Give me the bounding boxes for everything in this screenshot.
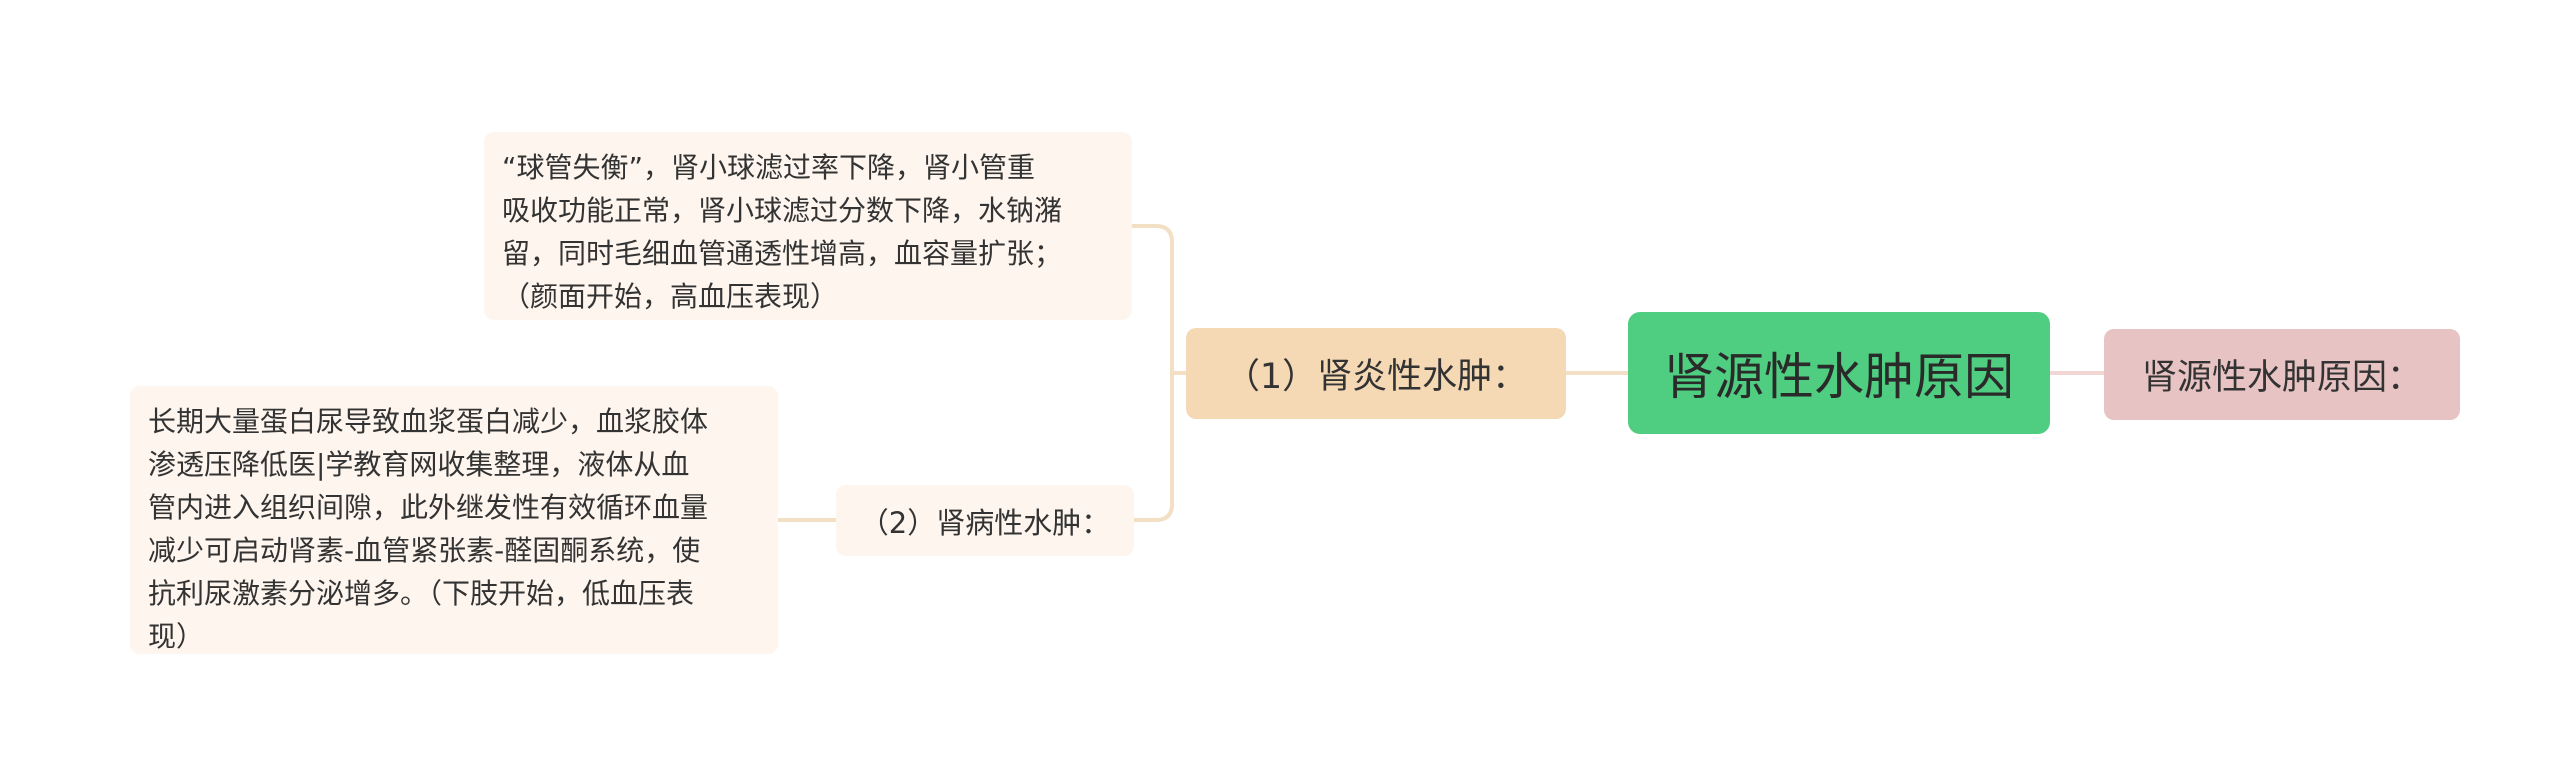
- branch-nephrotic-edema[interactable]: （2）肾病性水肿：: [836, 485, 1134, 556]
- branch-nephritic-detail[interactable]: “球管失衡”，肾小球滤过率下降，肾小管重 吸收功能正常，肾小球滤过分数下降，水钠…: [484, 132, 1132, 320]
- connector-branch1-to-children: [1132, 224, 1186, 522]
- branch-nephritic-edema[interactable]: （1）肾炎性水肿：: [1186, 328, 1566, 419]
- central-topic[interactable]: 肾源性水肿原因: [1628, 312, 2050, 434]
- branch-nephrotic-detail[interactable]: 长期大量蛋白尿导致血浆蛋白减少，血浆胶体 渗透压降低医|学教育网收集整理，液体从…: [130, 386, 778, 654]
- right-topic-node[interactable]: 肾源性水肿原因：: [2104, 329, 2460, 420]
